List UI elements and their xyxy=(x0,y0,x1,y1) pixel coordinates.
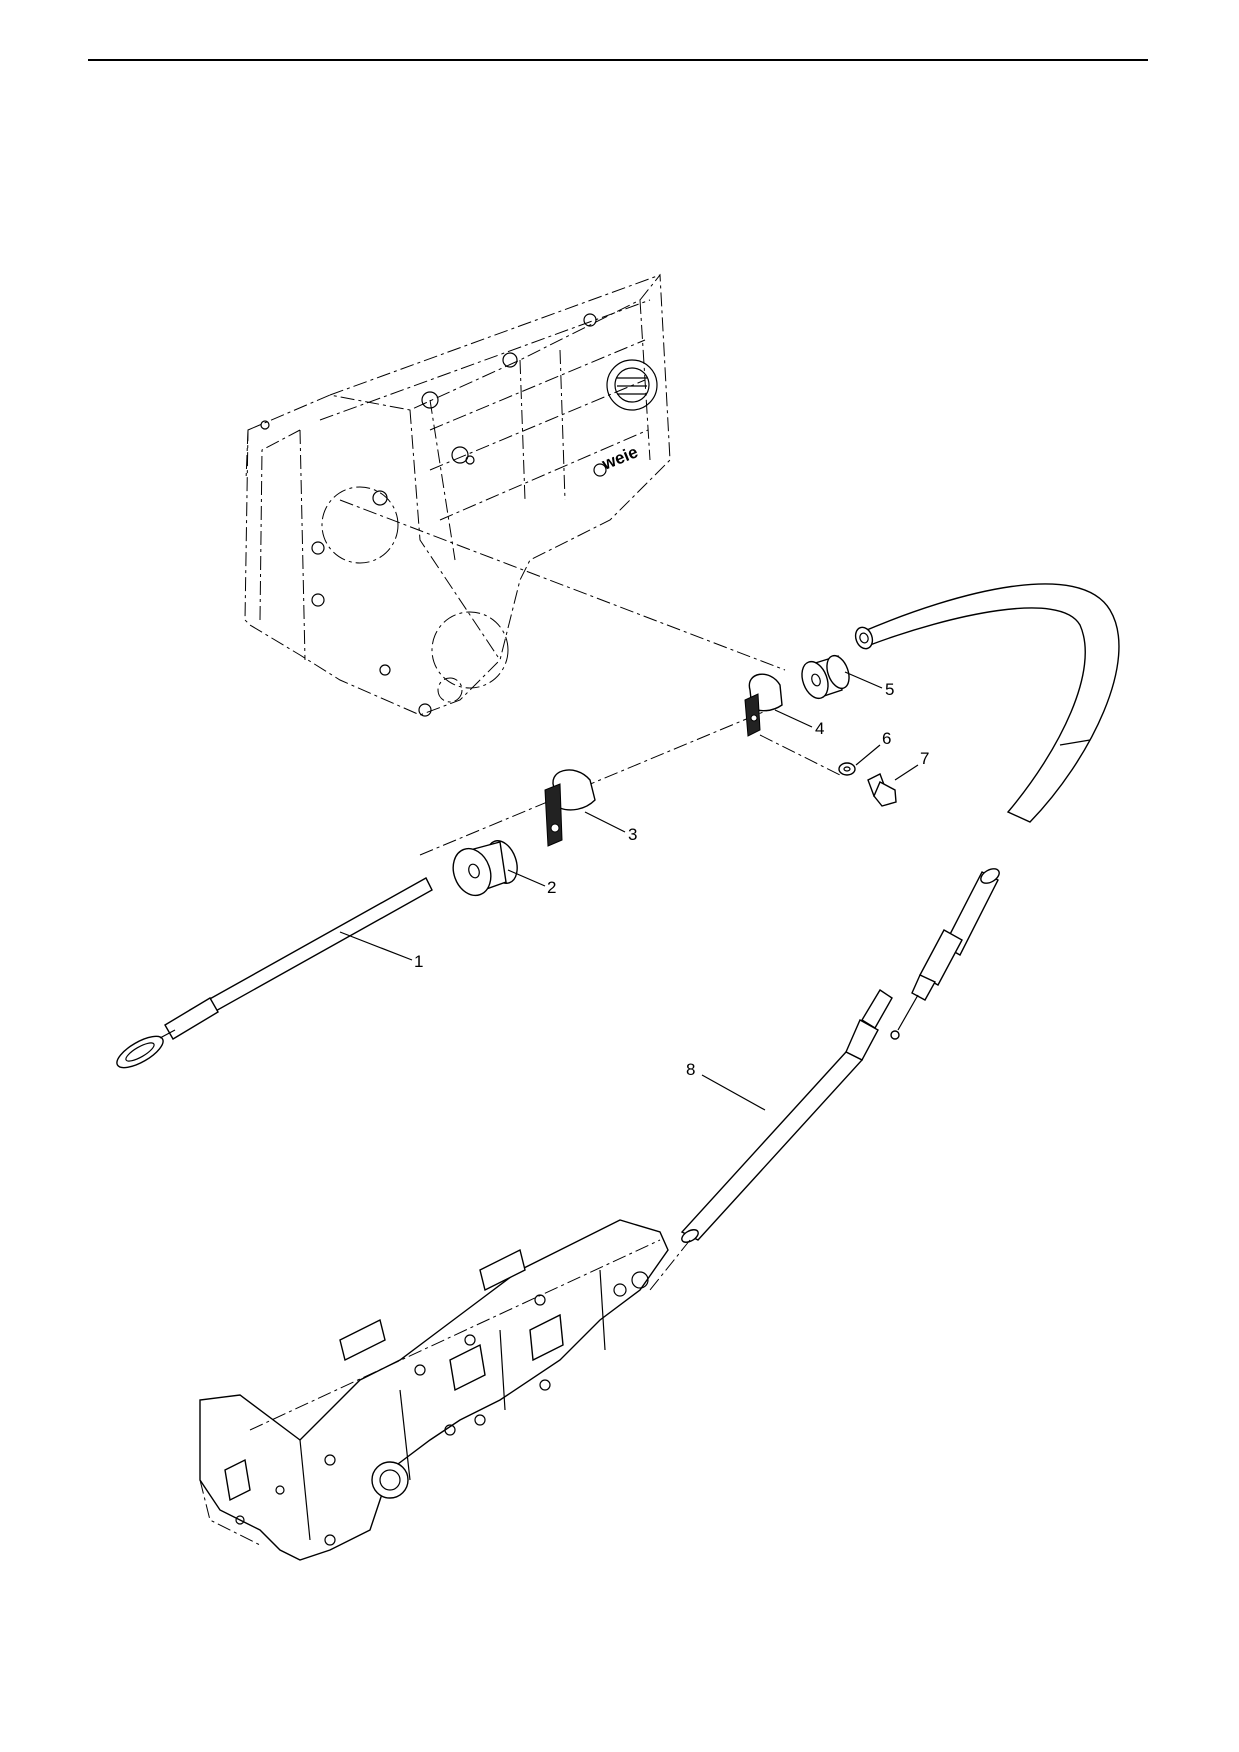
clip-part-4 xyxy=(744,673,783,737)
guide-tube-part xyxy=(854,583,1120,823)
leader-line-5 xyxy=(844,671,883,689)
assembly-centerline-upper xyxy=(339,499,786,671)
brand-emblem-icon xyxy=(606,359,658,411)
transmission-housing xyxy=(199,1219,669,1561)
grommet-part xyxy=(452,840,518,897)
gearbox-housing: weie xyxy=(244,273,671,717)
leader-line-2 xyxy=(507,869,546,887)
leader-line-8 xyxy=(701,1074,766,1111)
bolt-centerline xyxy=(759,734,841,776)
clip-part-3 xyxy=(544,769,596,847)
cable-part xyxy=(649,868,1000,1291)
callout-7: 7 xyxy=(920,749,929,768)
grommet-part-5 xyxy=(801,654,850,700)
callout-2: 2 xyxy=(547,878,556,897)
callout-3: 3 xyxy=(628,825,637,844)
brand-logo-text: weie xyxy=(598,442,640,474)
callout-8: 8 xyxy=(686,1060,695,1079)
callout-5: 5 xyxy=(885,680,894,699)
bolt-part xyxy=(867,773,897,807)
leader-line-7 xyxy=(894,764,919,781)
callout-4: 4 xyxy=(815,719,824,738)
assembly-centerline-lower xyxy=(419,704,781,856)
leader-line-3 xyxy=(584,811,626,833)
callout-6: 6 xyxy=(882,729,891,748)
dipstick-part xyxy=(116,877,433,1069)
washer-part xyxy=(838,762,856,776)
callout-1: 1 xyxy=(414,952,423,971)
leader-line-6 xyxy=(855,744,881,766)
leader-line-4 xyxy=(774,709,813,728)
leader-line-1 xyxy=(339,931,413,961)
